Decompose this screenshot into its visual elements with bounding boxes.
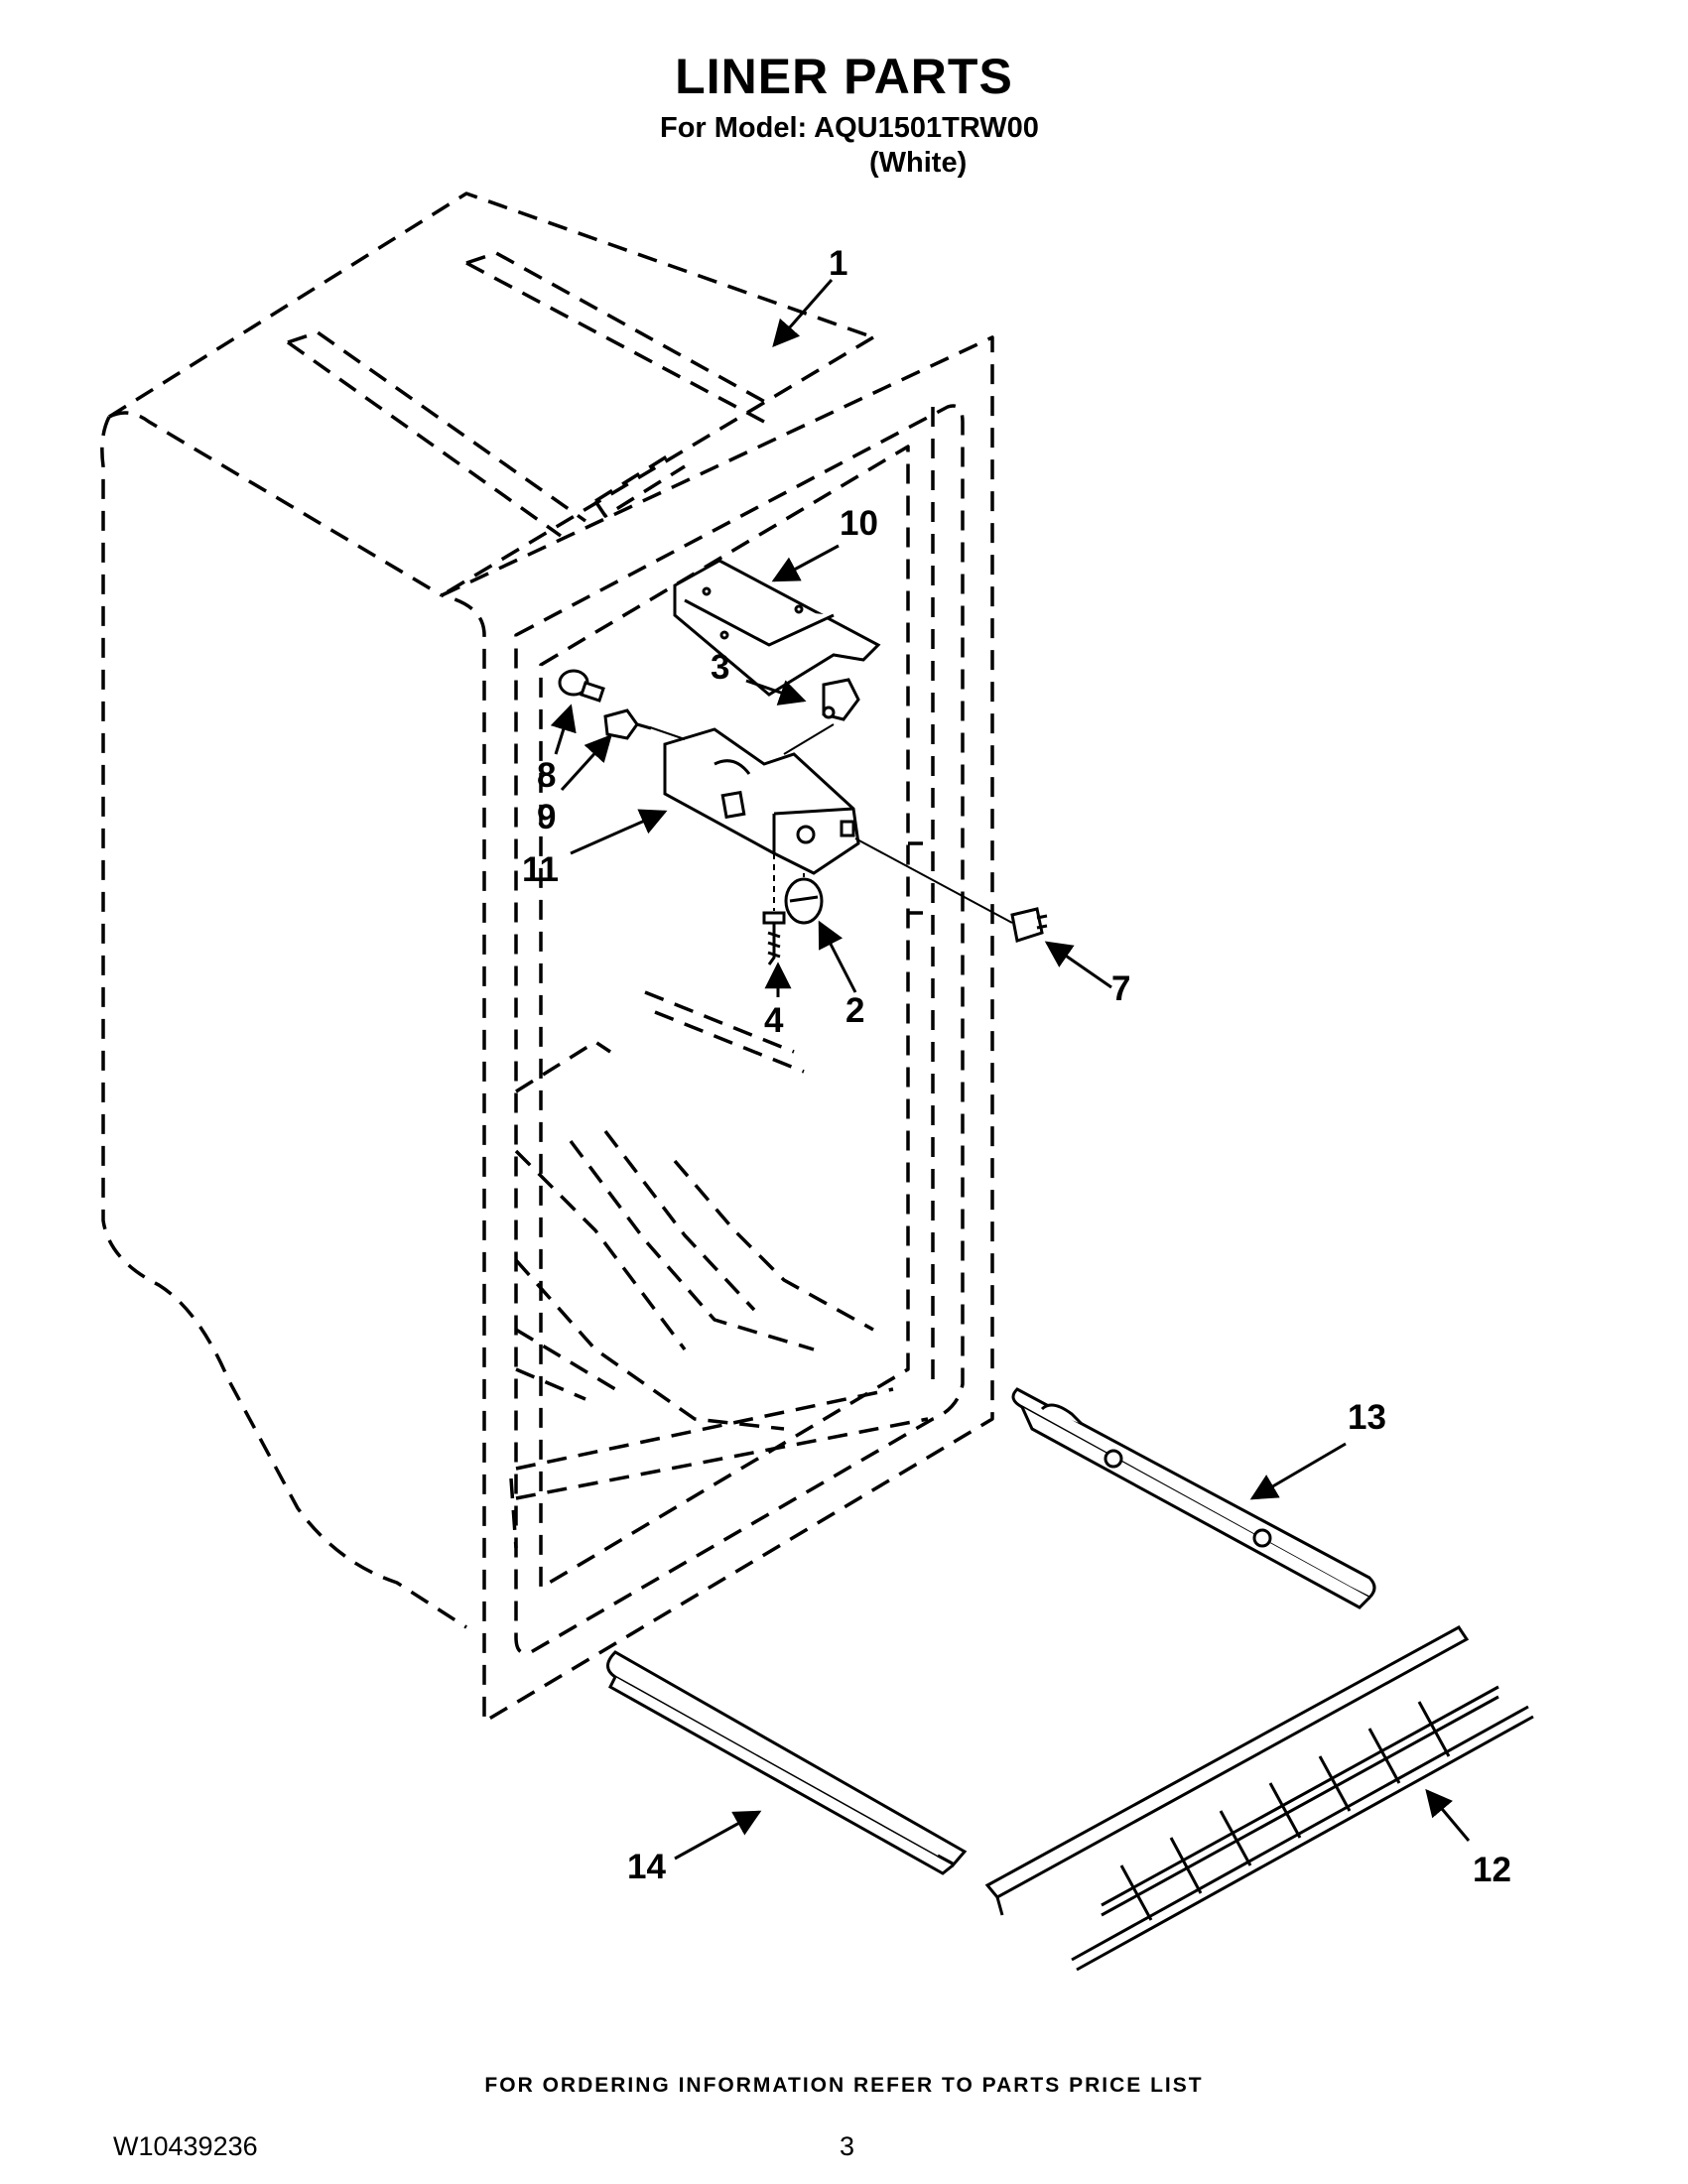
sensor — [822, 678, 860, 721]
model-number: For Model: AQU1501TRW00 — [660, 112, 1039, 144]
callout-4: 4 — [764, 1001, 784, 1040]
thermostat-knob — [784, 877, 824, 925]
ordering-note: FOR ORDERING INFORMATION REFER TO PARTS … — [484, 2074, 1204, 2097]
callout-8: 8 — [537, 756, 556, 795]
model-color: (White) — [869, 147, 968, 179]
screw — [762, 911, 786, 965]
callout-9: 9 — [537, 798, 556, 836]
rail-left — [606, 1650, 968, 1875]
assembly-lines — [649, 723, 1013, 924]
wire-shelf — [984, 1625, 1534, 1972]
leader-arrows — [550, 279, 1471, 1861]
page-number: 3 — [840, 2131, 855, 2161]
light-housing — [663, 727, 860, 875]
callout-3: 3 — [711, 648, 729, 687]
light-cover — [673, 559, 881, 697]
callout-2: 2 — [845, 991, 864, 1030]
callout-7: 7 — [1111, 969, 1130, 1008]
page-title: LINER PARTS — [675, 49, 1013, 104]
callout-14: 14 — [627, 1848, 666, 1886]
callout-13: 13 — [1348, 1398, 1386, 1437]
callout-10: 10 — [840, 504, 878, 543]
light-socket — [603, 708, 652, 740]
document-number: W10439236 — [113, 2131, 258, 2161]
callout-11: 11 — [522, 850, 559, 889]
door-switch — [1010, 907, 1048, 943]
rail-right — [1011, 1387, 1376, 1609]
callout-1: 1 — [829, 244, 847, 283]
liner-outline — [100, 192, 994, 1724]
callout-12: 12 — [1473, 1851, 1511, 1889]
light-bulb — [558, 669, 605, 703]
